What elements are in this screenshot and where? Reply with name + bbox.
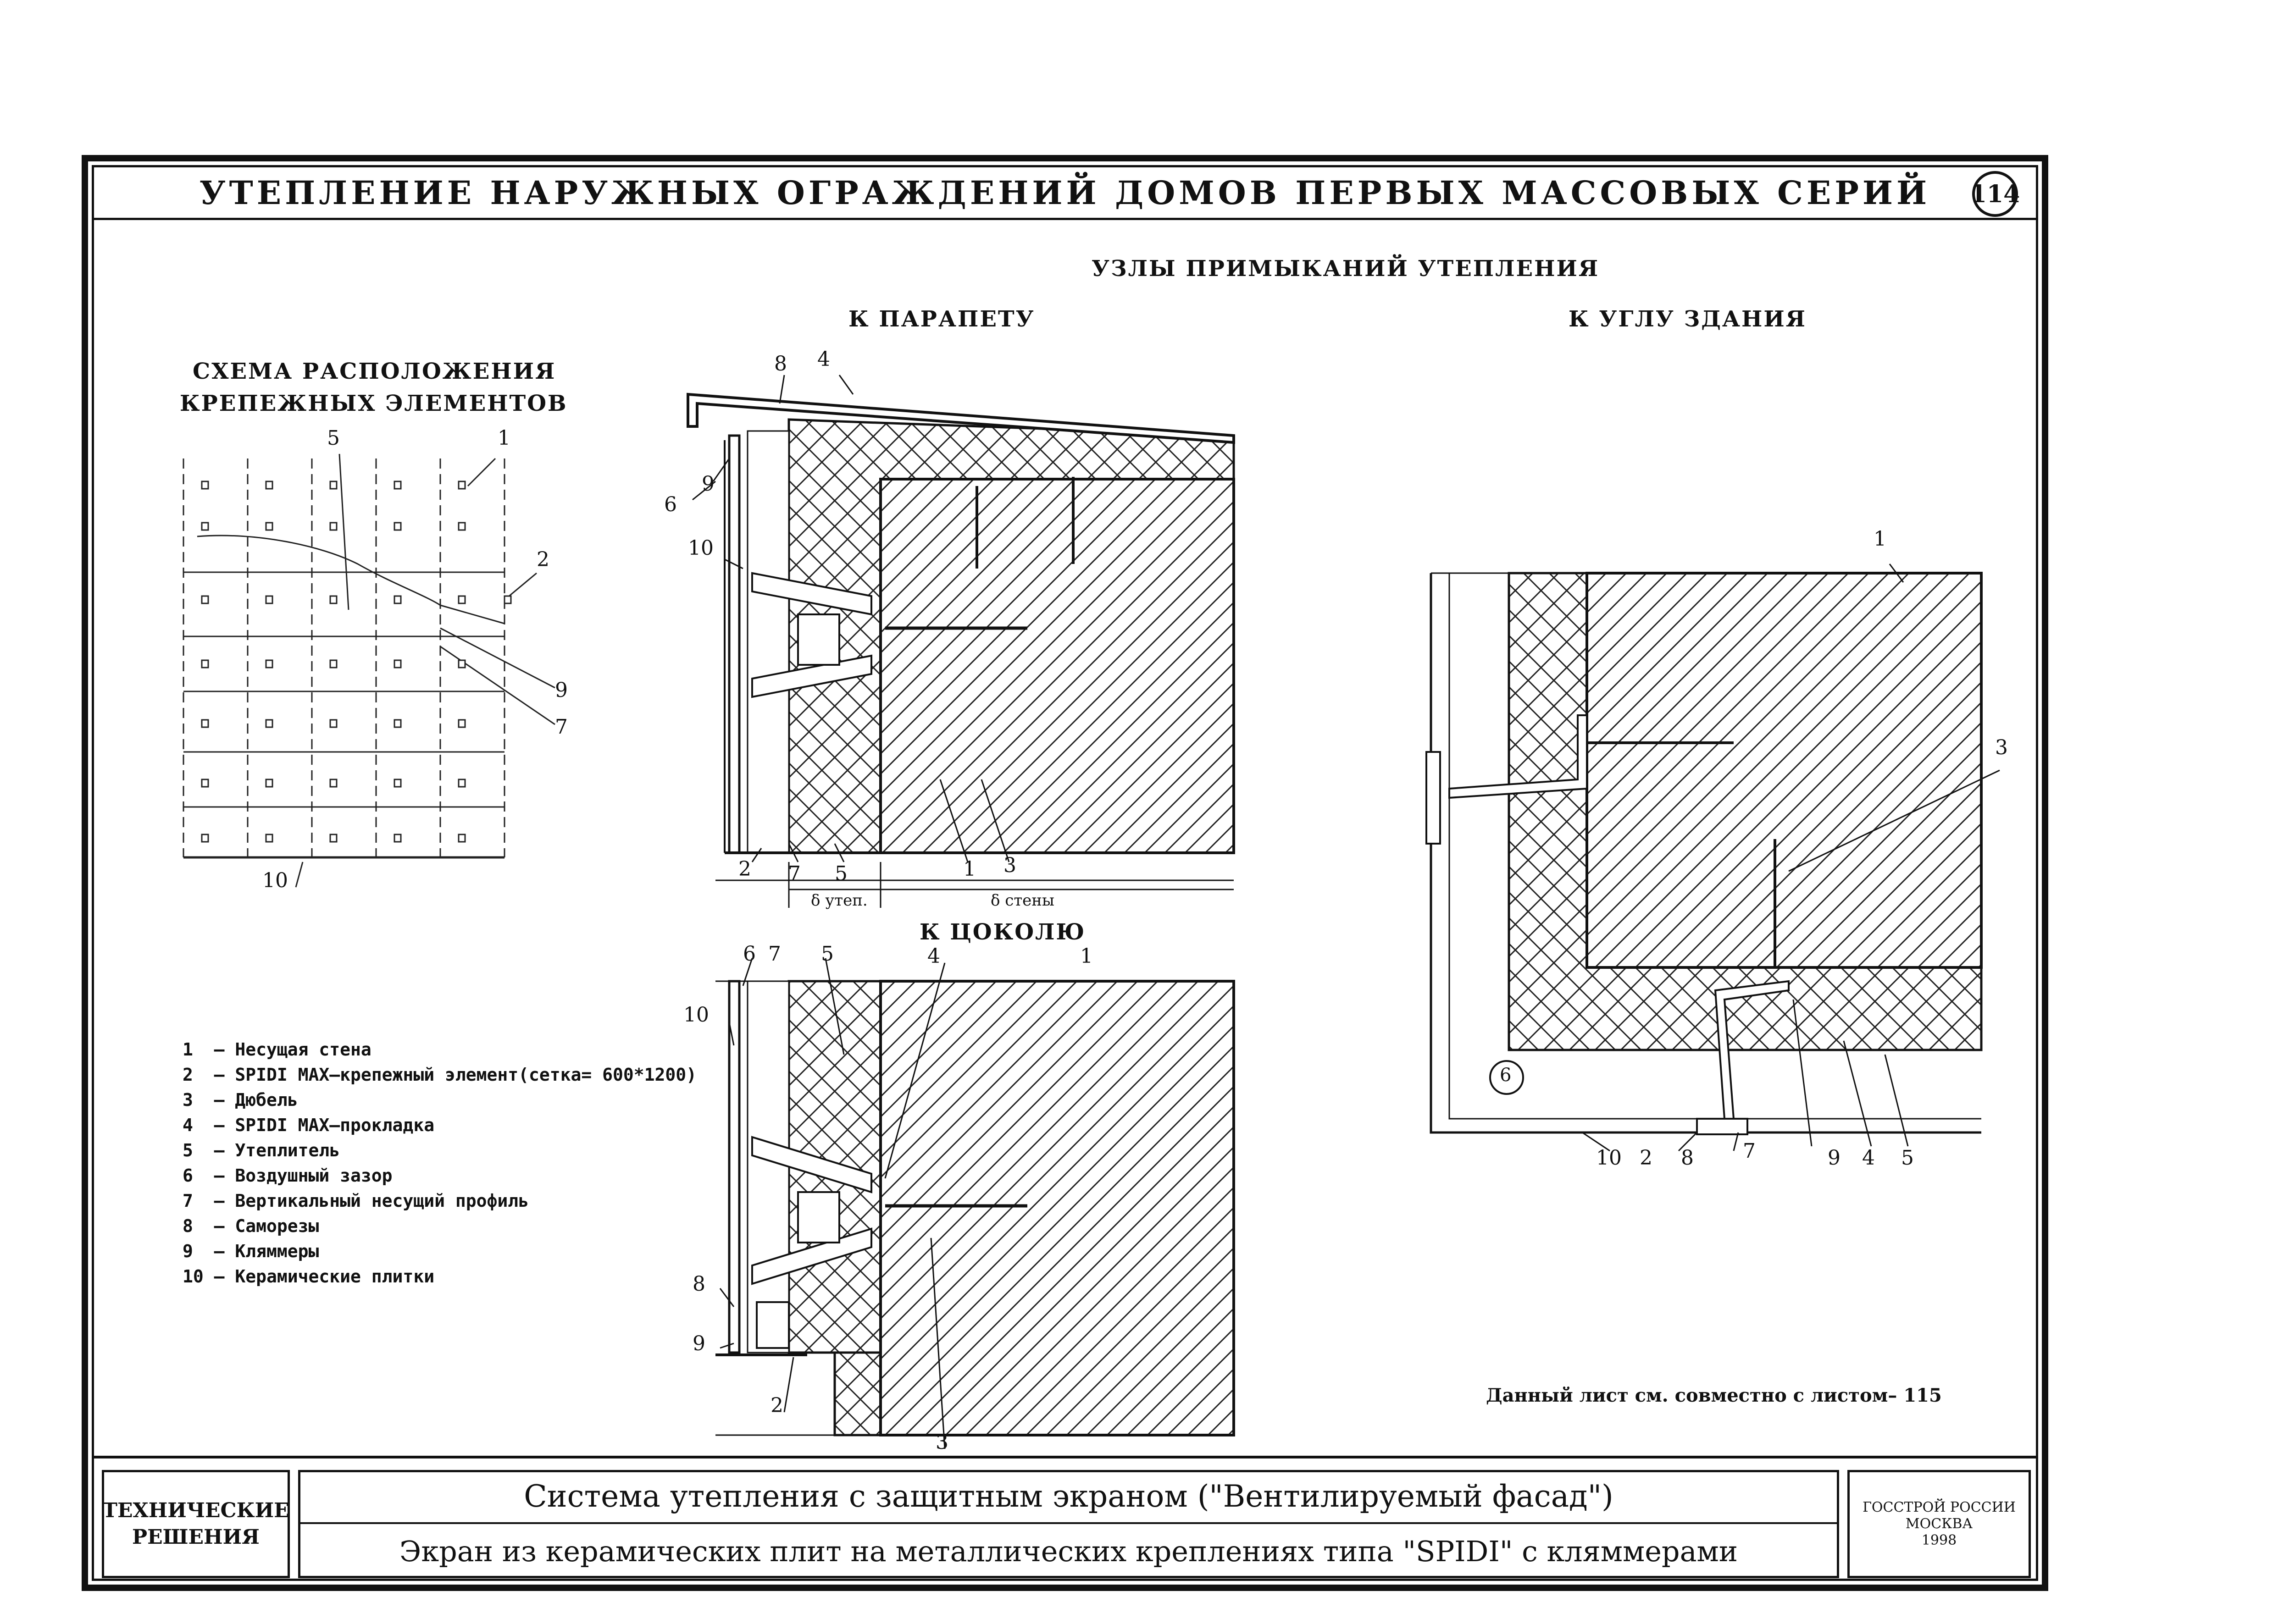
parapet-callout: 8	[774, 352, 787, 376]
plinth-callout: 7	[768, 942, 781, 966]
corner-detail	[1425, 572, 1983, 1135]
scheme-callout: 1	[498, 426, 510, 450]
scheme-callout: 10	[262, 869, 288, 892]
dim-insulation: δ утеп.	[811, 891, 868, 910]
corner-callout: 6	[1500, 1065, 1512, 1086]
legend-item: 10 – Керамические плитки	[183, 1266, 435, 1287]
callout-leaders	[692, 375, 2000, 1449]
scheme-callout: 5	[327, 426, 340, 450]
heading-nodes: УЗЛЫ ПРИМЫКАНИЙ УТЕПЛЕНИЯ	[1092, 256, 1600, 282]
stamp-system: Система утепления с защитным экраном ("В…	[298, 1470, 1839, 1524]
stamp-category: ТЕХНИЧЕСКИЕ РЕШЕНИЯ	[102, 1470, 290, 1578]
stamp-org-line3: 1998	[1921, 1532, 1957, 1548]
heading-plinth: К ЦОКОЛЮ	[920, 919, 1086, 945]
legend-item: 2 – SPIDI MAX–крепежный элемент(сетка= 6…	[183, 1065, 697, 1085]
parapet-callout: 10	[688, 536, 714, 560]
plinth-callout: 4	[927, 945, 940, 968]
corner-callout: 1	[1874, 527, 1886, 551]
plinth-callout: 9	[693, 1332, 705, 1355]
corner-callout: 8	[1681, 1146, 1694, 1170]
parapet-callout: 9	[702, 472, 715, 496]
dim-wall: δ стены	[991, 891, 1054, 910]
title-block	[92, 165, 2038, 220]
corner-callout: 2	[1640, 1146, 1652, 1170]
plinth-callout: 6	[743, 942, 756, 966]
heading-scheme-line2: КРЕПЕЖНЫХ ЭЛЕМЕНТОВ	[180, 391, 568, 416]
scheme-fastener-marks	[201, 481, 512, 843]
sheet-number: 114	[1970, 171, 2020, 217]
stamp-description: Экран из керамических плит на металличес…	[399, 1534, 1738, 1568]
plinth-callout: 8	[693, 1272, 705, 1296]
stamp-area	[92, 1456, 2038, 1581]
sheet-title: УТЕПЛЕНИЕ НАРУЖНЫХ ОГРАЖДЕНИЙ ДОМОВ ПЕРВ…	[199, 173, 1931, 212]
stamp-category-line2: РЕШЕНИЯ	[132, 1525, 260, 1549]
legend-item: 5 – Утеплитель	[183, 1140, 340, 1160]
parapet-callout: 7	[788, 862, 801, 885]
corner-callout: 5	[1901, 1146, 1914, 1170]
corner-callout: 10	[1596, 1146, 1622, 1170]
plinth-callout: 2	[771, 1394, 783, 1417]
parapet-detail	[687, 392, 1235, 908]
parapet-callout: 5	[835, 862, 848, 885]
legend-item: 3 – Дюбель	[183, 1090, 298, 1110]
legend-item: 7 – Вертикальный несущий профиль	[183, 1191, 529, 1211]
air-gap-marker	[1489, 1060, 1524, 1095]
sheet-outer-frame	[82, 155, 2048, 1591]
legend-item: 6 – Воздушный зазор	[183, 1166, 393, 1186]
cross-reference-note: Данный лист см. совместно с листом– 115	[1486, 1385, 1942, 1406]
heading-parapet: К ПАРАПЕТУ	[848, 306, 1035, 332]
parapet-callout: 4	[817, 348, 830, 371]
sheet-inner-frame	[92, 165, 2038, 1581]
legend: 1 – Несущая стена 2 – SPIDI MAX–крепежны…	[183, 1037, 697, 1289]
parapet-callout: 1	[963, 857, 976, 881]
heading-scheme-line1: СХЕМА РАСПОЛОЖЕНИЯ	[193, 359, 556, 384]
scheme-callout: 7	[555, 715, 568, 739]
stamp-description-box	[298, 1470, 1839, 1578]
legend-item: 9 – Кляммеры	[183, 1241, 319, 1261]
parapet-callout: 2	[738, 857, 751, 881]
stamp-organization: ГОССТРОЙ РОССИИ МОСКВА 1998	[1847, 1470, 2031, 1578]
corner-callout: 3	[1995, 736, 2008, 759]
plinth-callout: 5	[821, 942, 834, 966]
legend-item: 8 – Саморезы	[183, 1216, 319, 1236]
plinth-callout: 10	[683, 1003, 709, 1027]
parapet-callout: 6	[664, 493, 677, 516]
scheme-callout: 2	[537, 548, 549, 571]
plinth-callout: 3	[936, 1431, 948, 1454]
parapet-callout: 3	[1003, 854, 1016, 877]
heading-corner: К УГЛУ ЗДАНИЯ	[1569, 306, 1807, 332]
scheme-callout: 9	[555, 679, 568, 702]
legend-item: 1 – Несущая стена	[183, 1039, 371, 1060]
fastener-layout-scheme	[183, 453, 555, 888]
corner-callout: 7	[1743, 1139, 1756, 1163]
legend-item: 4 – SPIDI MAX–прокладка	[183, 1115, 435, 1135]
stamp-org-line1: ГОССТРОЙ РОССИИ	[1863, 1499, 2016, 1515]
plinth-callout: 1	[1080, 945, 1093, 968]
stamp-category-line1: ТЕХНИЧЕСКИЕ	[102, 1499, 289, 1522]
stamp-org-line2: МОСКВА	[1905, 1516, 1973, 1532]
plinth-detail	[715, 980, 1235, 1436]
corner-callout: 9	[1828, 1146, 1841, 1170]
corner-callout: 4	[1862, 1146, 1875, 1170]
